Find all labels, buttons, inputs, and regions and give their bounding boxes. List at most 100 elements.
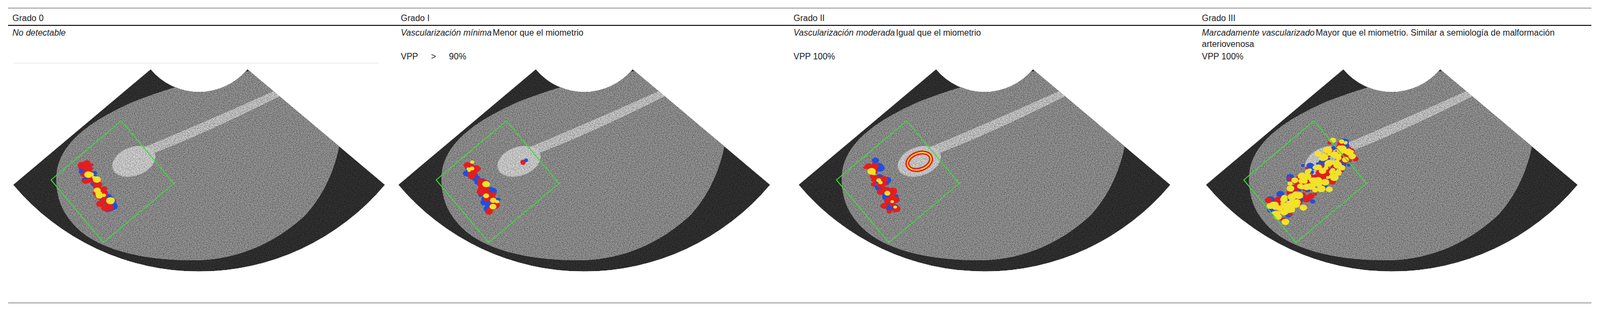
- doppler-dot: [1288, 212, 1294, 216]
- doppler-dot: [1324, 164, 1329, 168]
- doppler-dot: [101, 186, 108, 191]
- doppler-dot: [1280, 196, 1288, 203]
- doppler-dot: [1302, 183, 1311, 190]
- doppler-dot: [1316, 185, 1326, 193]
- table-cell-text: Igual que el miometrio: [896, 28, 981, 38]
- endometrial-lesion: [107, 140, 160, 183]
- doppler-dot: [489, 203, 497, 210]
- table-cell-text: 90%: [448, 51, 467, 61]
- doppler-dot: [1272, 205, 1278, 210]
- doppler-box: [1243, 120, 1367, 243]
- table-cell-text: Grado 0: [12, 13, 44, 23]
- doppler-dot: [1308, 168, 1312, 172]
- doppler-dot: [1286, 200, 1291, 205]
- doppler-dot: [1323, 146, 1333, 154]
- doppler-dot: [871, 157, 879, 164]
- ultrasound-image: [12, 68, 385, 272]
- doppler-ring: [905, 149, 934, 174]
- doppler-dot: [1309, 199, 1316, 204]
- endometrial-lesion: [1300, 140, 1353, 183]
- doppler-dot: [1348, 153, 1357, 160]
- uterus-body: [441, 68, 729, 261]
- doppler-dot: [1327, 152, 1331, 156]
- table-cell-text: Grado I: [400, 13, 430, 23]
- doppler-dot: [1321, 178, 1330, 186]
- endometrial-stripe: [1332, 71, 1513, 157]
- doppler-dot: [1283, 209, 1289, 214]
- endometrial-stripe: [925, 71, 1105, 157]
- doppler-dot: [100, 200, 104, 204]
- doppler-dot: [86, 178, 92, 182]
- doppler-dot: [489, 197, 497, 203]
- doppler-dot: [1338, 164, 1343, 168]
- doppler-dot: [91, 175, 96, 179]
- doppler-dot: [1318, 174, 1323, 177]
- endometrial-lesion: [493, 140, 545, 183]
- doppler-dot: [870, 182, 877, 187]
- doppler-dot: [892, 205, 901, 213]
- table-cell-text: Menor que el miometrio: [492, 28, 584, 38]
- doppler-dot: [1303, 179, 1308, 183]
- doppler-dot: [476, 178, 482, 182]
- ultrasound-image: [798, 68, 1171, 272]
- doppler-box: [836, 120, 960, 243]
- table-cell: Grado I: [400, 12, 768, 24]
- doppler-dot: [1291, 176, 1299, 183]
- doppler-dot: [491, 192, 497, 196]
- doppler-signal: [863, 157, 901, 214]
- table-rule: [14, 63, 380, 64]
- table-cell: Grado 0: [12, 12, 380, 24]
- table-cell-text: Grado III: [1201, 13, 1236, 23]
- table-cell-text: VPP 100%: [1201, 51, 1244, 61]
- doppler-dot: [84, 171, 93, 178]
- doppler-dot: [1290, 208, 1296, 213]
- doppler-dot: [1283, 221, 1288, 225]
- doppler-dot: [1304, 166, 1309, 170]
- doppler-box: [436, 120, 559, 243]
- doppler-dot: [1305, 175, 1311, 180]
- doppler-dot: [880, 202, 888, 209]
- doppler-dot: [470, 172, 477, 177]
- doppler-dot: [1349, 149, 1354, 154]
- endometrial-stripe: [524, 71, 705, 157]
- table-cell: VPP 100%: [793, 50, 1161, 63]
- table-cell: VPP 100%: [1201, 50, 1558, 63]
- table-cell: Vascularización mínimaMenor que el miome…: [400, 26, 768, 39]
- table-cell-text: VPP 100%: [793, 51, 836, 61]
- doppler-dot: [1325, 186, 1333, 192]
- endometrial-lesion: [893, 140, 946, 183]
- grade-term: Vascularización moderada: [793, 28, 895, 38]
- doppler-dot: [1313, 176, 1323, 184]
- doppler-dot: [890, 200, 895, 203]
- doppler-dot: [1287, 181, 1294, 186]
- doppler-dot: [479, 188, 483, 192]
- doppler-dot: [482, 180, 490, 188]
- doppler-dot: [470, 160, 475, 164]
- doppler-dot: [1298, 173, 1304, 177]
- doppler-dot: [90, 162, 94, 167]
- doppler-dot: [81, 163, 91, 170]
- grade-term: No detectable: [12, 28, 66, 38]
- table-cell: No detectable: [12, 26, 380, 39]
- table-cell: Vascularización moderadaIgual que el mio…: [793, 26, 1161, 39]
- doppler-dot: [106, 196, 115, 204]
- table-cell: Marcadamente vascularizadoMayor que el m…: [1201, 26, 1558, 50]
- doppler-dot: [1281, 218, 1290, 225]
- doppler-dot: [466, 167, 471, 170]
- doppler-dot: [101, 204, 109, 211]
- doppler-dot: [483, 193, 490, 198]
- doppler-dot: [886, 209, 892, 214]
- doppler-signal: [462, 160, 501, 215]
- doppler-dot: [1329, 151, 1339, 159]
- table-cell-text: >: [431, 51, 436, 61]
- doppler-dot: [893, 205, 898, 209]
- endometrial-stripe: [139, 71, 320, 157]
- doppler-dot: [1308, 193, 1313, 196]
- uterus-body: [1248, 68, 1536, 261]
- table-cell: VPP>90%: [400, 50, 768, 63]
- doppler-dot: [1287, 176, 1291, 180]
- doppler-dot: [524, 158, 529, 162]
- ultrasound-image: [398, 68, 770, 272]
- uterus-body: [56, 68, 344, 261]
- doppler-dot: [101, 204, 109, 211]
